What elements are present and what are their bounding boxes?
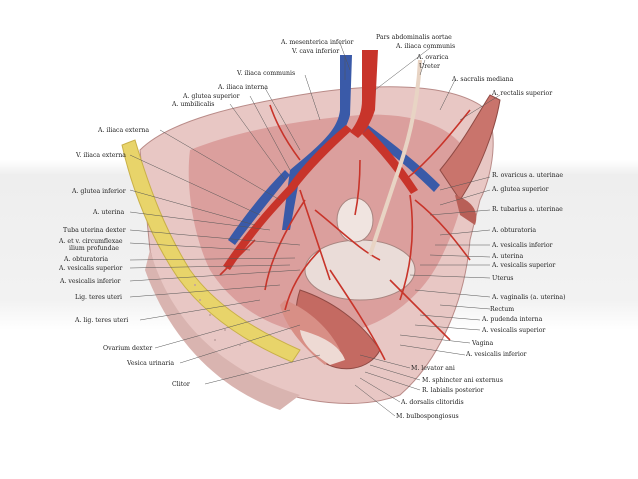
label-a-obturatoria-right: A. obturatoria xyxy=(492,227,537,234)
label-a-glutea-superior-right: A. glutea superior xyxy=(492,186,549,193)
clitor xyxy=(300,330,345,365)
label-a-mesenterica-inferior: A. mesenterica inferior xyxy=(281,39,354,46)
tissue-speckles xyxy=(194,284,241,346)
label-a-glutea-superior-top: A. glutea superior xyxy=(183,93,240,100)
uterus xyxy=(304,239,416,301)
label-tuba-uterina-dexter: Tuba uterina dexter xyxy=(63,227,126,234)
label-v-iliaca-communis: V. iliaca communis xyxy=(237,70,296,77)
label-a-rectalis-superior: A. rectalis superior xyxy=(492,90,553,97)
label-a-uterina-right: A. uterina xyxy=(492,253,524,260)
label-a-vesicalis-inferior-left: A. vesicalis inferior xyxy=(60,278,121,285)
label-a-ovarica: A. ovarica xyxy=(417,54,449,61)
label-r-ovaricus-a-uterinae: R. ovaricus a. uterinae xyxy=(492,172,564,179)
label-uterus: Uterus xyxy=(492,275,514,282)
label-a-iliaca-externa: A. iliaca externa xyxy=(98,127,150,134)
label-a-vesicalis-inferior-right: A. vesicalis inferior xyxy=(492,242,553,249)
label-ovarium-dexter: Ovarium dexter xyxy=(103,345,153,352)
label-a-vesicalis-superior-left: A. vesicalis superior xyxy=(59,265,123,272)
a-iliaca-communis-left xyxy=(288,125,352,190)
rectum xyxy=(439,94,501,201)
label-a-vesicalis-inferior-lower: A. vesicalis inferior xyxy=(466,351,527,358)
label-clitor: Clitor xyxy=(172,381,190,388)
arterial-branches xyxy=(219,104,471,361)
label-m-bulbospongiosus: M. bulbospongiosus xyxy=(396,413,459,420)
a-iliaca-externa xyxy=(223,185,295,270)
label-vagina: Vagina xyxy=(472,340,494,347)
pelvic-floor-shadow xyxy=(145,250,300,410)
leader-lines xyxy=(129,42,501,417)
label-r-tubarius-a-uterinae: R. tubarius a. uterinae xyxy=(492,206,563,213)
label-lig-teres-uteri: Lig. teres uteri xyxy=(75,294,122,301)
ovary xyxy=(336,197,374,243)
label-a-dorsalis-clitoridis: A. dorsalis clitoridis xyxy=(401,399,464,406)
label-a-vesicalis-superior-right: A. vesicalis superior xyxy=(492,262,556,269)
label-a-sacralis-mediana: A. sacralis mediana xyxy=(452,76,514,83)
label-rectum: Rectum xyxy=(490,306,515,313)
aorta xyxy=(350,50,378,138)
label-a-iliaca-communis: A. iliaca communis xyxy=(396,43,456,50)
label-a-vesicalis-superior-lower: A. vesicalis superior xyxy=(482,327,546,334)
ureter xyxy=(368,59,422,256)
label-pars-abdominalis-aortae: Pars abdominalis aortae xyxy=(376,34,452,41)
label-ilium-profundae: ilium profundae xyxy=(69,245,119,252)
label-r-labialis-posterior: R. labialis posterior xyxy=(422,387,484,394)
label-a-uterina-left: A. uterina xyxy=(93,209,125,216)
v-iliaca-externa xyxy=(228,170,290,245)
label-a-pudenda-interna: A. pudenda interna xyxy=(482,316,543,323)
label-a-glutea-inferior: A. glutea inferior xyxy=(72,188,126,195)
label-ureter: Ureter xyxy=(419,63,440,70)
label-m-sphincter-ani-externus: M. sphincter ani externus xyxy=(422,377,503,384)
a-iliaca-communis-right xyxy=(362,128,418,194)
label-v-cava-inferior: V. cava inferior xyxy=(292,48,340,55)
label-a-lig-teres-uteri: A. lig. teres uteri xyxy=(75,317,129,324)
label-vesica-urinaria: Vesica urinaria xyxy=(127,360,175,367)
label-a-umbilicalis: A. umbilicalis xyxy=(172,101,215,108)
label-a-vaginalis: A. vaginalis (a. uterina) xyxy=(492,294,566,301)
label-a-obturatoria-left: A. obturatoria xyxy=(64,256,109,263)
label-a-iliaca-interna: A. iliaca interna xyxy=(218,84,268,91)
label-v-iliaca-externa: V. iliaca externa xyxy=(76,152,126,159)
label-a-et-v-circumflexae: A. et v. circumflexae xyxy=(59,238,123,245)
rectum-lower xyxy=(455,195,477,225)
label-m-levator-ani: M. levator ani xyxy=(411,365,455,372)
